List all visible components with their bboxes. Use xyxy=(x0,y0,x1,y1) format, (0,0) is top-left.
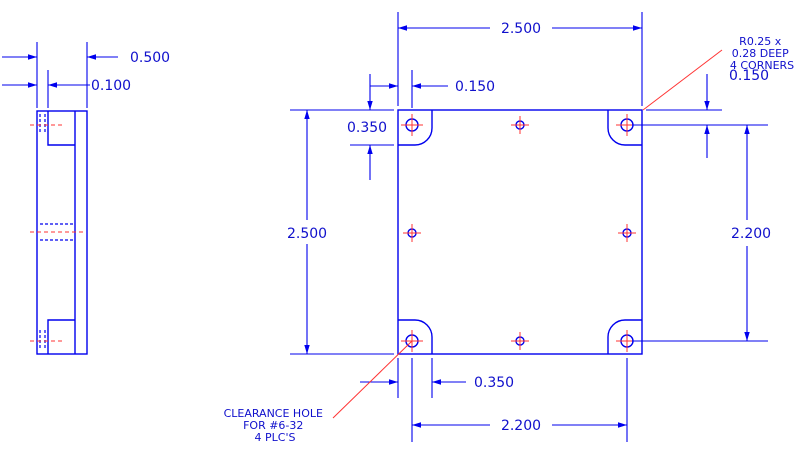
mid-hole xyxy=(511,332,529,350)
hole-note: CLEARANCE HOLE FOR #6-32 4 PLC'S xyxy=(224,407,327,444)
corner-note: R0.25 x 0.28 DEEP 4 CORNERS xyxy=(730,35,794,72)
mid-hole xyxy=(403,224,421,242)
dimension-edge-offset-left: 0.150 xyxy=(455,79,495,95)
dimension-lip: 0.100 xyxy=(91,78,131,94)
corner-relief-bottom-left xyxy=(398,319,433,354)
dimension-height: 2.500 xyxy=(287,226,327,242)
side-view-bottom-pocket xyxy=(47,319,75,354)
corner-note-leader xyxy=(642,49,723,111)
front-dimensions: 2.500 0.150 0.350 2.500 0.150 2.200 0.35… xyxy=(287,12,771,442)
plate-outline xyxy=(397,109,643,355)
side-view-top-pocket xyxy=(47,111,75,146)
corner-relief-top-left xyxy=(398,110,433,146)
dimension-corner-offset-right: 0.150 xyxy=(729,68,769,84)
corner-relief-top-right xyxy=(607,110,642,146)
dimension-hole-spacing-horizontal: 2.200 xyxy=(501,418,541,434)
mid-hole xyxy=(511,116,529,134)
mid-hole xyxy=(618,224,636,242)
hole-note-leader xyxy=(332,340,413,419)
front-view xyxy=(397,109,643,355)
corner-relief-bottom-right xyxy=(607,319,642,354)
dimension-hole-spacing-vertical: 2.200 xyxy=(731,226,771,242)
dimension-edge-offset-top: 0.350 xyxy=(347,120,387,136)
dimension-thickness: 0.500 xyxy=(130,50,170,66)
corner-hole xyxy=(401,114,423,136)
dimension-hole-offset-bottom: 0.350 xyxy=(474,375,514,391)
side-view: 0.500 0.100 xyxy=(2,42,170,355)
dimension-top-width: 2.500 xyxy=(501,21,541,37)
notes: R0.25 x 0.28 DEEP 4 CORNERS CLEARANCE HO… xyxy=(224,35,795,444)
